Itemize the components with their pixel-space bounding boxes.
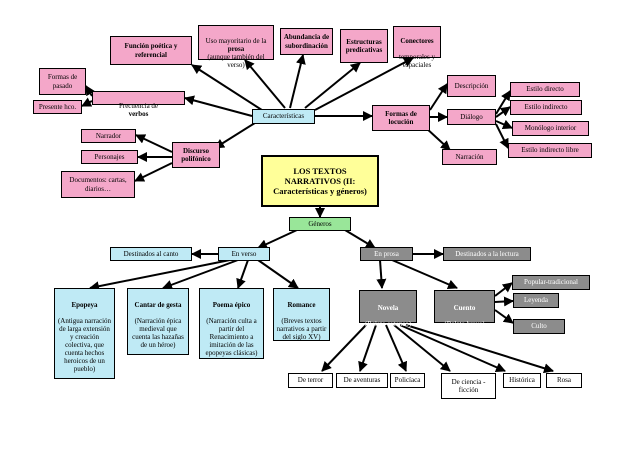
cuento-title: Cuento [453,304,476,313]
epopeya-node: Epopeya (Antigua narración de larga exte… [54,288,115,379]
cantar-desc: (Narración épica medieval que cuenta las… [132,317,184,350]
formas-pasado-node: Formas de pasado [39,68,86,95]
uso-bold: prosa [227,45,245,54]
main-title-node: LOS TEXTOS NARRATIVOS (II: Característic… [261,155,379,207]
conectores-sub: temporales y espaciales [399,53,435,70]
monologo-interior-node: Monólogo interior [512,121,589,136]
estructuras-node: Estructuras predicativas [340,29,388,63]
poema-title: Poema épico [212,301,251,310]
cantar-title: Cantar de gesta [134,301,182,310]
culto-node: Culto [513,319,565,334]
narracion-node: Narración [442,149,497,165]
descripcion-node: Descripción [447,75,496,97]
rosa-node: Rosa [546,373,582,388]
de-terror-node: De terror [288,373,333,388]
narrador-node: Narrador [81,129,136,143]
conectores-title: Conectores [400,37,434,46]
romance-title: Romance [287,301,316,310]
romance-node: Romance (Breves textos narrativos a part… [273,288,330,341]
romance-desc: (Breves textos narrativos a partir del s… [276,317,327,342]
leyenda-node: Leyenda [513,293,559,308]
estilo-indirecto-libre-node: Estilo indirecto libre [508,143,592,158]
frecuencia-prefix: Frecuencia de [118,102,159,111]
novela-desc: (Relato extenso) [364,320,412,329]
cuento-node: Cuento (Relato breve) [434,290,495,328]
policiaca-node: Policíaca [390,373,425,388]
abundancia-node: Abundancia de subordinación [280,28,333,55]
destinados-canto-node: Destinados al canto [110,247,192,261]
uso-mayoritario-node: Uso mayoritario de la prosa (aunque tamb… [198,25,274,69]
epopeya-desc: (Antigua narración de larga extensión y … [57,317,112,374]
formas-locucion-node: Formas de locución [372,105,430,131]
estilo-directo-node: Estilo directo [510,82,580,97]
de-aventuras-node: De aventuras [336,373,388,388]
epopeya-title: Epopeya [71,301,98,310]
en-prosa-node: En prosa [360,247,413,261]
generos-node: Géneros [289,217,351,231]
discurso-polifonico-node: Discurso polifónico [172,142,220,168]
frecuencia-verbos-node: Frecuencia de verbos [92,91,185,118]
destinados-lectura-node: Destinados a la lectura [443,247,531,261]
personajes-node: Personajes [81,150,138,164]
caracteristicas-node: Características [252,109,315,124]
cuento-desc: (Relato breve) [444,320,485,329]
en-verso-node: En verso [218,247,270,261]
dialogo-node: Diálogo [447,109,496,125]
frecuencia-bold: verbos [128,110,149,119]
presente-hco-node: Presente hco. [33,100,82,114]
popular-tradicional-node: Popular-tradicional [512,275,590,290]
novela-title: Novela [377,304,399,313]
uso-prefix: Uso mayoritario de la [205,37,267,46]
estilo-indirecto-node: Estilo indirecto [510,100,582,115]
novela-node: Novela (Relato extenso) [359,290,417,328]
uso-suffix: (aunque también del verso) [207,53,265,70]
cantar-gesta-node: Cantar de gesta (Narración épica medieva… [127,288,189,355]
poema-epico-node: Poema épico (Narración culta a partir de… [199,288,264,359]
poema-desc: (Narración culta a partir del Renacimien… [205,317,258,358]
historica-node: Histórica [503,373,541,388]
de-ciencia-ficcion-node: De ciencia -ficción [441,373,496,399]
conectores-node: Conectores temporales y espaciales [393,26,441,69]
documentos-node: Documentos: cartas, diarios… [61,171,135,198]
funcion-poetica-node: Función poética y referencial [110,36,192,65]
